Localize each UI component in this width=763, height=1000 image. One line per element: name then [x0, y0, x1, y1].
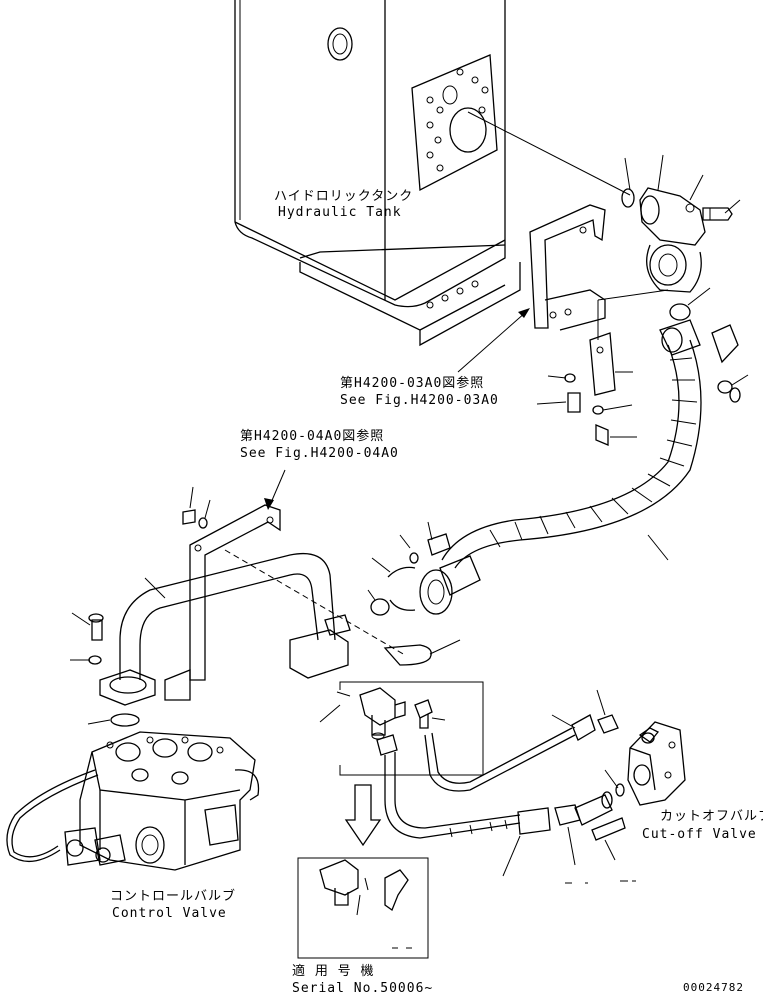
- ref1-en: See Fig.H4200-03A0: [340, 393, 499, 408]
- drawing-number: 00024782: [683, 981, 744, 994]
- o-ring-icon: [110, 713, 140, 727]
- cut-off-valve: [627, 721, 686, 806]
- cutoff-valve-label-jp: カットオフバルブ: [660, 808, 763, 824]
- pilot-hoses: [384, 714, 626, 841]
- ref1-jp: 第H4200-03A0図参照: [340, 375, 484, 391]
- serial-label-jp: 適 用 号 機: [292, 963, 374, 979]
- o-ring-icon: [621, 188, 635, 208]
- cutoff-valve-label-en: Cut-off Valve: [642, 827, 757, 842]
- ref2-jp: 第H4200-04A0図参照: [240, 428, 384, 444]
- reference-arrow-1: [457, 308, 530, 373]
- control-valve: [6, 731, 260, 871]
- serial-detail-box: [297, 857, 429, 959]
- tube-pipe-assembly: [99, 504, 432, 706]
- fasteners-upper: [564, 373, 741, 446]
- detail-box: [319, 681, 484, 776]
- control-valve-label-jp: コントロールバルブ: [110, 888, 236, 904]
- bolt-icon: [702, 207, 733, 221]
- suction-elbow-assembly: [621, 187, 733, 321]
- suction-hose: [370, 319, 739, 616]
- reference-arrow-2: [264, 469, 286, 510]
- o-ring-icon: [669, 303, 691, 321]
- arrow-down-icon: [344, 784, 382, 847]
- tank-label-en: Hydraulic Tank: [278, 205, 402, 220]
- hydraulic-tank: [234, 0, 521, 347]
- serial-label-en: Serial No.50006~: [292, 981, 433, 995]
- control-valve-label-en: Control Valve: [112, 906, 227, 921]
- tank-label-jp: ハイドロリックタンク: [274, 189, 413, 204]
- bracket-upper: [529, 204, 669, 396]
- ref2-en: See Fig.H4200-04A0: [240, 446, 399, 461]
- o-ring-icon: [370, 598, 390, 616]
